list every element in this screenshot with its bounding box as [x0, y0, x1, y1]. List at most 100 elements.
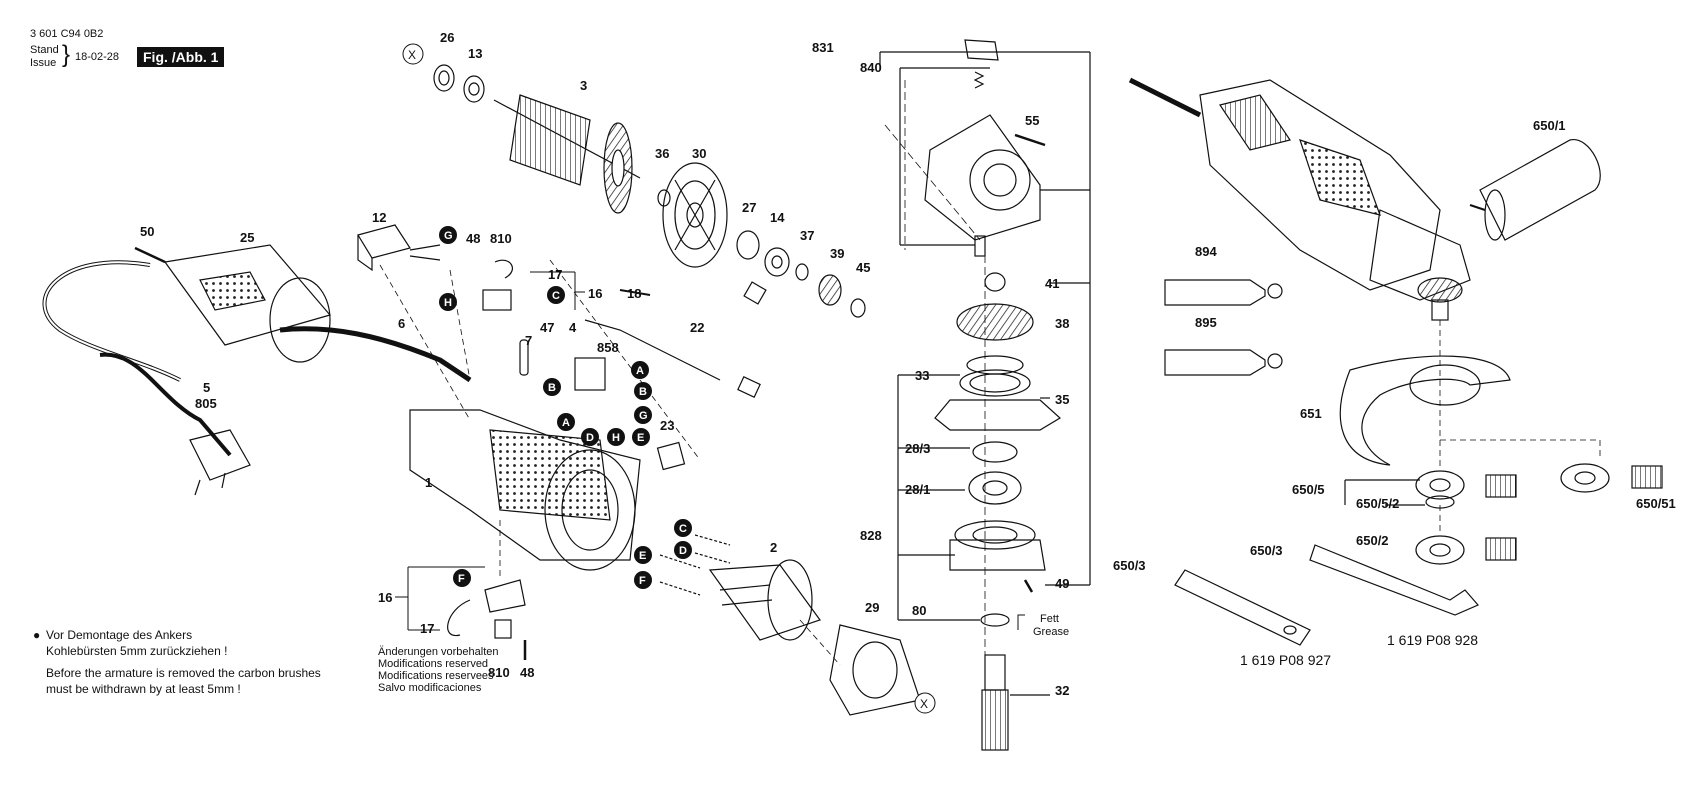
modifications-2: Modifications reserved — [378, 658, 489, 670]
power-cord-6 — [42, 260, 472, 457]
marker-g-top: G — [439, 226, 457, 244]
marker-e-1-label: E — [637, 432, 644, 444]
marker-f-2: F — [453, 569, 471, 587]
callout-16-bottom: 16 — [378, 590, 392, 605]
bracket-16-top — [530, 271, 585, 310]
callout-30: 30 — [692, 146, 706, 161]
callout-7: 7 — [525, 333, 532, 348]
marker-g-2: G — [634, 406, 652, 424]
marker-b-1-label: B — [639, 386, 647, 398]
marker-f-1-label: F — [639, 575, 646, 587]
callout-25: 25 — [240, 230, 254, 245]
cover-23 — [656, 441, 686, 471]
armature-3 — [493, 94, 641, 214]
callout-16-top: 16 — [588, 286, 602, 301]
callout-48-top: 48 — [466, 231, 480, 246]
marker-c-2: C — [674, 519, 692, 537]
marker-b-1: B — [634, 382, 652, 400]
armature-note-de-1: Vor Demontage des Ankers — [46, 628, 193, 642]
marker-a-2: A — [557, 413, 575, 431]
callout-810-top: 810 — [490, 231, 512, 246]
armature-note-de-bullet: ● — [33, 628, 41, 642]
callout-18: 18 — [627, 286, 641, 301]
motor-housing-1 — [409, 409, 641, 571]
marker-a-1: A — [631, 361, 649, 379]
callout-894: 894 — [1195, 244, 1217, 259]
bearing-flange-828 — [949, 520, 1046, 571]
marker-d-2: D — [674, 541, 692, 559]
nut-45 — [850, 298, 866, 318]
pinion-39 — [818, 274, 842, 306]
bracket-part — [743, 281, 767, 305]
marker-g-top-label: G — [444, 230, 453, 242]
callout-33: 33 — [915, 368, 929, 383]
washer-37 — [795, 263, 809, 281]
plug-805 — [189, 429, 251, 496]
x-marker-top-label: X — [408, 48, 416, 62]
callout-27: 27 — [742, 200, 756, 215]
marker-c-top-label: C — [552, 290, 560, 302]
callout-17-top: 17 — [548, 267, 562, 282]
marker-h-top: H — [439, 293, 457, 311]
spring — [973, 71, 985, 89]
wire-terminals — [659, 534, 731, 596]
callout-14: 14 — [770, 210, 785, 225]
bearing-13 — [463, 75, 485, 103]
wrench-650-3-hook — [1309, 544, 1479, 616]
marker-h-2-label: H — [612, 432, 620, 444]
o-ring-33 — [966, 355, 1024, 375]
callout-49: 49 — [1055, 576, 1069, 591]
callout-5: 5 — [203, 380, 210, 395]
callout-650-3-right: 650/3 — [1250, 543, 1283, 558]
brush-holder-17 — [482, 259, 513, 311]
marker-e-2: E — [634, 546, 652, 564]
felt-washer-80 — [980, 613, 1010, 627]
callout-29: 29 — [865, 600, 879, 615]
callout-651: 651 — [1300, 406, 1322, 421]
callout-32: 32 — [1055, 683, 1069, 698]
complete-grinder — [1128, 77, 1471, 321]
bevel-gear-38 — [956, 303, 1034, 341]
callout-650-51: 650/51 — [1636, 496, 1676, 511]
callout-36: 36 — [655, 146, 669, 161]
air-guide-29 — [829, 624, 921, 716]
retaining-ring-28-3 — [972, 441, 1018, 463]
bracket-16-17 — [395, 566, 485, 631]
grease-label-en: Grease — [1033, 626, 1069, 638]
callout-28-1: 28/1 — [905, 482, 930, 497]
figure-label: Fig. /Abb. 1 — [137, 47, 225, 67]
callout-48-bottom: 48 — [520, 665, 534, 680]
callout-41: 41 — [1045, 276, 1059, 291]
callout-39: 39 — [830, 246, 844, 261]
marker-f-1: F — [634, 571, 652, 589]
armature-note-de-2: Kohlebürsten 5mm zurückziehen ! — [46, 644, 228, 658]
callout-17-bottom: 17 — [420, 621, 434, 636]
ball-bearing-28-1 — [968, 471, 1022, 505]
callout-6: 6 — [398, 316, 405, 331]
callout-28-3: 28/3 — [905, 441, 930, 456]
callout-650-1: 650/1 — [1533, 118, 1566, 133]
callout-22: 22 — [690, 320, 704, 335]
ring-27 — [736, 230, 760, 260]
wrench-650-3-straight — [1174, 569, 1311, 646]
callout-840: 840 — [860, 60, 882, 75]
marker-h-2: H — [607, 428, 625, 446]
callout-3: 3 — [580, 78, 587, 93]
document-number: 3 601 C94 0B2 — [30, 28, 104, 40]
flange-650-5 — [1415, 470, 1517, 509]
armature-note-en-2: must be withdrawn by at least 5mm ! — [46, 682, 241, 696]
marker-b-2-label: B — [548, 382, 556, 394]
wrench-part-number-2: 1 619 P08 928 — [1387, 632, 1478, 648]
marker-e-2-label: E — [639, 550, 646, 562]
wrench-part-number-1: 1 619 P08 927 — [1240, 652, 1331, 668]
callout-45: 45 — [856, 260, 870, 275]
marker-f-2-label: F — [458, 573, 465, 585]
modifications-1: Änderungen vorbehalten — [378, 646, 499, 658]
bearing-26 — [433, 64, 455, 92]
callout-26: 26 — [440, 30, 454, 45]
callout-13: 13 — [468, 46, 482, 61]
callout-37: 37 — [800, 228, 814, 243]
rear-cap-25 — [163, 244, 332, 363]
grease-tube-895 — [1164, 349, 1283, 376]
